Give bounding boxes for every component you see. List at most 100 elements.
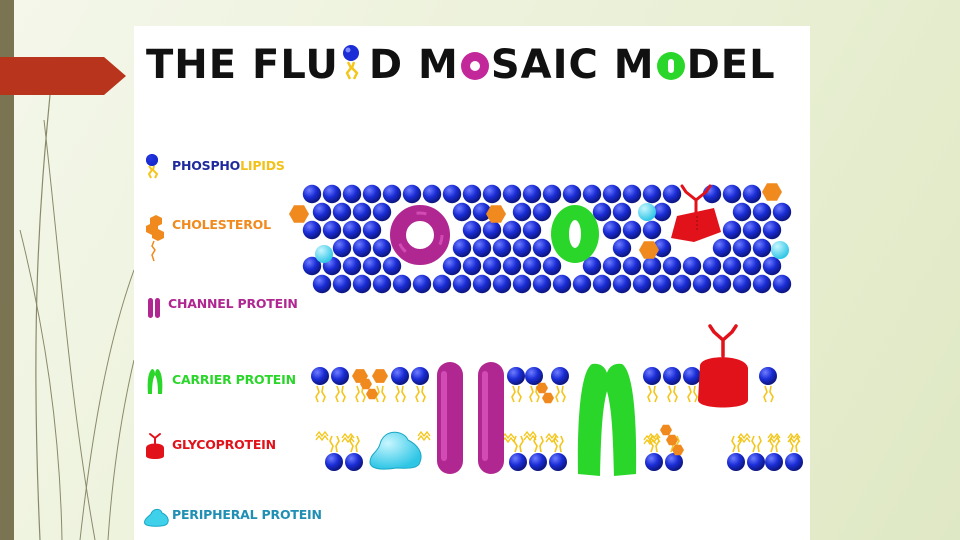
phospholipid-head — [332, 238, 352, 258]
phospholipid-head — [682, 256, 702, 276]
phospholipid-head — [612, 238, 632, 258]
legend-peripheral-protein-label: PERIPHERAL PROTEIN — [172, 507, 322, 522]
cholesterol-icon — [146, 215, 164, 262]
phospholipid-head — [512, 274, 532, 294]
phospholipid-head — [592, 202, 612, 222]
phospholipid-head — [462, 184, 482, 204]
phospholipid-head — [785, 453, 803, 471]
phospholipid-head — [692, 274, 712, 294]
phospholipid-head — [322, 184, 342, 204]
cholesterol-molecule — [486, 205, 506, 223]
legend-item-glycoprotein: GLYCOPROTEIN — [142, 430, 332, 459]
phospholipid-head — [311, 367, 329, 385]
cholesterol-molecule — [366, 388, 378, 400]
cholesterol-molecule — [372, 369, 388, 383]
phospholipid-head — [442, 256, 462, 276]
phospholipid-head — [312, 274, 332, 294]
phospholipid-head — [622, 220, 642, 240]
lipid-tail — [787, 432, 801, 444]
phospholipid-head — [722, 220, 742, 240]
slide-decoration-lines — [19, 94, 135, 540]
phospholipid-letter-i-icon — [342, 45, 359, 80]
phospholipid-head — [772, 274, 792, 294]
cholesterol-molecule — [660, 424, 672, 436]
phospholipid-head — [411, 367, 429, 385]
phospholipid-head — [562, 184, 582, 204]
glycoprotein-top-view — [671, 184, 721, 242]
lipid-tail — [395, 385, 406, 403]
lipid-tail — [315, 430, 329, 442]
channel-protein-icon — [148, 298, 160, 318]
lipid-tail — [643, 434, 657, 446]
cholesterol-molecule — [639, 241, 659, 259]
legend-phospho-label: PHOSPHO — [172, 158, 241, 173]
phospholipid-head — [422, 184, 442, 204]
phospholipid-head — [382, 184, 402, 204]
glycoprotein-icon — [146, 433, 164, 459]
phospholipid-head — [492, 274, 512, 294]
cholesterol-molecule — [672, 444, 684, 456]
phospholipid-head — [602, 256, 622, 276]
membrane-cross-section — [311, 367, 803, 471]
cholesterol-molecule — [360, 378, 372, 390]
phospholipid-head — [602, 220, 622, 240]
lipid-tail — [415, 385, 426, 403]
lipid-tail — [751, 435, 762, 453]
phospholipid-head — [472, 202, 492, 222]
phospholipid-head — [352, 274, 372, 294]
phospholipid-head — [452, 274, 472, 294]
lipid-tail — [667, 385, 678, 403]
legend-channel-protein-label: CHANNEL PROTEIN — [168, 296, 298, 311]
phospholipid-head — [622, 184, 642, 204]
legend-item-phospholipids: PHOSPHOLIPIDS — [142, 153, 332, 181]
phospholipid-head — [582, 184, 602, 204]
lipid-tail — [513, 435, 524, 453]
phospholipid-head — [759, 367, 777, 385]
lipid-tail — [335, 385, 346, 403]
phospholipid-head — [522, 256, 542, 276]
lipid-tail — [329, 435, 340, 453]
phospholipid-head — [332, 274, 352, 294]
phospholipid-head — [727, 453, 745, 471]
phospholipid-head — [502, 220, 522, 240]
phospholipid-head — [332, 202, 352, 222]
phospholipid-head — [482, 184, 502, 204]
lipid-tail — [545, 432, 559, 444]
phospholipid-head — [772, 202, 792, 222]
phospholipid-head — [542, 184, 562, 204]
lipid-tail — [529, 385, 540, 403]
phospholipid-head — [325, 453, 343, 471]
channel-protein-cross-section — [437, 362, 504, 474]
phospholipid-head — [382, 256, 402, 276]
phospholipid-head — [762, 256, 782, 276]
channel-protein-letter-o-icon — [460, 52, 489, 80]
peripheral-protein-icon — [144, 508, 169, 527]
phospholipid-head — [512, 238, 532, 258]
legend-item-channel-protein: CHANNEL PROTEIN — [142, 294, 332, 322]
phospholipid-head — [482, 256, 502, 276]
carrier-protein-cross-section — [577, 363, 637, 476]
phospholipid-head — [452, 238, 472, 258]
title-part3: SAIC M — [490, 42, 655, 88]
lipid-tail — [737, 432, 751, 444]
phospholipid-head — [391, 367, 409, 385]
phospholipid-head — [662, 256, 682, 276]
phospholipid-head — [502, 184, 522, 204]
phospholipid-head — [549, 453, 567, 471]
phospholipid-head — [412, 274, 432, 294]
phospholipid-head — [342, 184, 362, 204]
phospholipid-head — [752, 202, 772, 222]
phospholipid-head — [525, 367, 543, 385]
phospholipid-head — [492, 238, 512, 258]
phospholipid-head — [732, 274, 752, 294]
phospholipid-head — [722, 256, 742, 276]
phospholipid-head — [532, 202, 552, 222]
phospholipid-head — [652, 274, 672, 294]
phospholipid-head — [663, 367, 681, 385]
legend-cholesterol-label: CHOLESTEROL — [172, 217, 271, 232]
phospholipid-head — [632, 274, 652, 294]
phospholipid-head — [442, 184, 462, 204]
phospholipid-head — [762, 220, 782, 240]
phospholipid-head — [372, 202, 392, 222]
